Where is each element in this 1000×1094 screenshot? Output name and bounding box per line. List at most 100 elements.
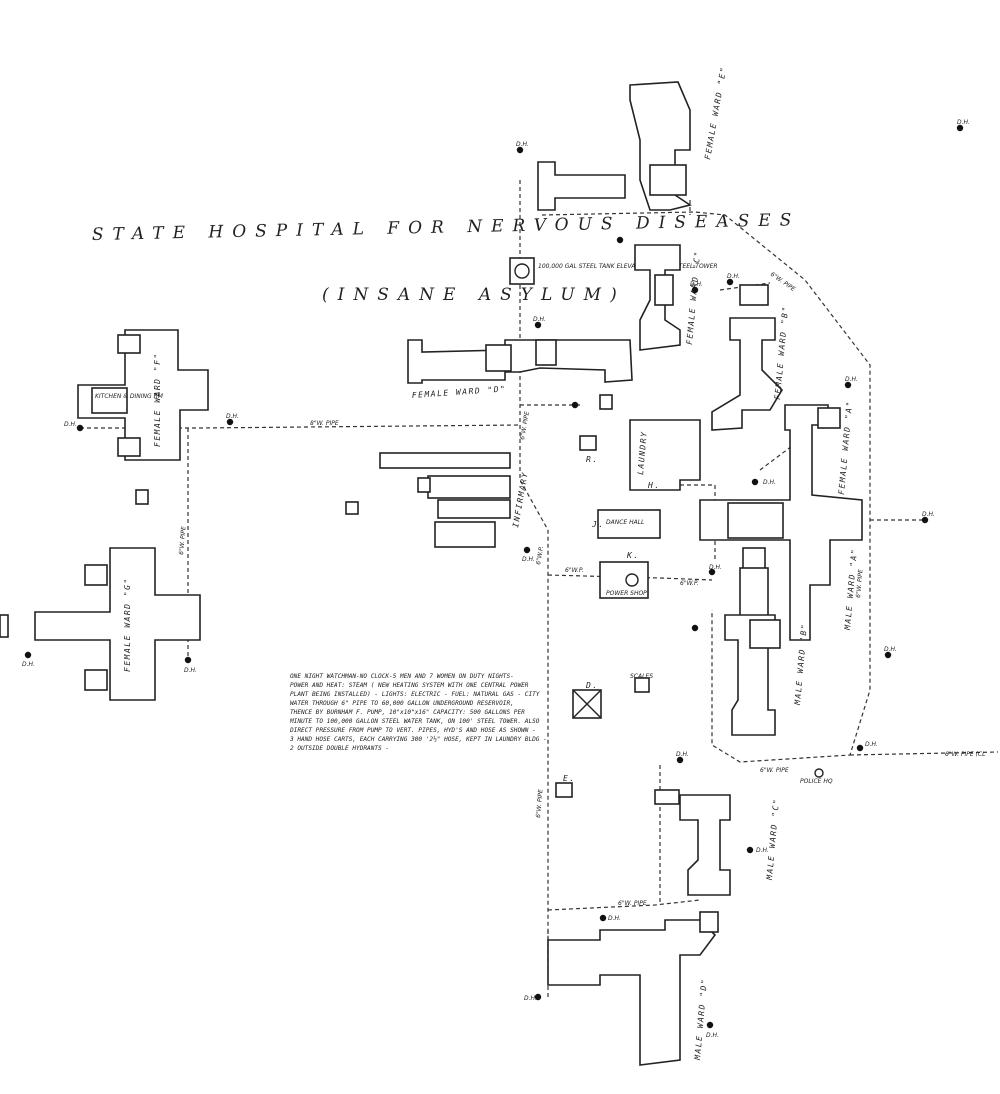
pipe-label-ring: 6"W. PIPE xyxy=(855,569,864,598)
note-line-3: PLANT BEING INSTALLED) - LIGHTS: ELECTRI… xyxy=(290,691,541,698)
pipe-label-trunk: 6"W. PIPE xyxy=(535,789,544,818)
svg-text:D.H.: D.H. xyxy=(865,741,878,748)
letter-j: J. xyxy=(591,520,605,529)
pipe-label-ne: 6"W. PIPE xyxy=(769,271,797,293)
male-ward-c-building xyxy=(654,789,731,896)
pipe-label-wp-1: 6"W.P. xyxy=(565,567,584,574)
hydrant-15 xyxy=(523,546,531,554)
note-line-4: WATER THROUGH 6" PIPE TO 60,000 GALLON U… xyxy=(290,700,514,707)
letter-e: E. xyxy=(563,774,576,783)
hydrant-20 xyxy=(676,756,684,764)
scales-label: SCALES xyxy=(630,673,653,680)
hydrants xyxy=(24,124,964,1029)
police-marker xyxy=(814,768,824,778)
svg-text:D.H.: D.H. xyxy=(706,1032,719,1039)
service-buildings xyxy=(555,394,769,798)
female-ward-f-building: KITCHEN & DINING RM xyxy=(77,329,209,461)
svg-text:D.H.: D.H. xyxy=(884,646,897,653)
female-ward-d-building: 100,000 GAL STEEL TANK ELEVATED ON 100' … xyxy=(407,257,718,384)
kitchen-label: KITCHEN & DINING RM xyxy=(95,393,164,400)
dance-hall-label: DANCE HALL xyxy=(606,519,644,526)
hydrant-5 xyxy=(516,146,524,154)
note-line-7: DIRECT PRESSURE FROM PUMP TO VERT. PIPES… xyxy=(289,727,536,734)
fire-protection-notes: ONE NIGHT WATCHMAN-NO CLOCK-5 MEN AND 7 … xyxy=(289,673,547,752)
hydrant-3 xyxy=(184,656,192,664)
female-ward-a-building xyxy=(699,404,863,641)
tank-label: 100,000 GAL STEEL TANK ELEVATED ON 100' … xyxy=(538,263,718,270)
hydrant-13 xyxy=(751,478,759,486)
male-ward-d-building xyxy=(547,911,719,1066)
female-ward-c-building xyxy=(634,244,681,351)
hydrant-12 xyxy=(844,381,852,389)
female-ward-g-building xyxy=(0,489,359,701)
male-ward-c-label: MALE WARD "C" xyxy=(765,798,781,882)
pipe-label-wp-2: 6"W.P. xyxy=(680,580,699,587)
female-ward-g-label: FEMALE WARD "G" xyxy=(123,577,132,672)
hydrant-2 xyxy=(226,418,234,426)
male-ward-b-building xyxy=(724,614,781,736)
hydrant-11 xyxy=(571,401,579,409)
hydrant-7 xyxy=(616,236,624,244)
svg-text:D.H.: D.H. xyxy=(690,281,703,288)
svg-text:D.H.: D.H. xyxy=(22,661,35,668)
power-shop-label: POWER SHOP xyxy=(606,590,647,597)
police-label: POLICE HQ xyxy=(800,778,833,785)
svg-text:D.H.: D.H. xyxy=(184,667,197,674)
female-ward-d-label: FEMALE WARD "D" xyxy=(412,384,507,400)
female-ward-e-label: FEMALE WARD "E" xyxy=(703,65,728,160)
infirmary-label: INFIRMARY xyxy=(511,471,530,529)
laundry-label: LAUNDRY xyxy=(636,430,649,475)
svg-text:D.H.: D.H. xyxy=(226,413,239,420)
pipe-label-west: 8"W. PIPE xyxy=(310,420,339,427)
svg-text:D.H.: D.H. xyxy=(756,847,769,854)
pipe-label-wp-3: 6"W.P. xyxy=(535,546,545,566)
hydrant-8 xyxy=(691,286,699,294)
hydrant-23 xyxy=(534,993,542,1001)
hydrant-4 xyxy=(24,651,32,659)
hydrant-1 xyxy=(76,424,84,432)
svg-text:D.H.: D.H. xyxy=(533,316,546,323)
svg-text:D.H.: D.H. xyxy=(727,273,740,280)
hydrant-16 xyxy=(708,568,716,576)
hydrant-17 xyxy=(691,624,699,632)
letter-k: K. xyxy=(626,551,640,560)
hydrant-18 xyxy=(884,651,892,659)
svg-text:D.H.: D.H. xyxy=(957,119,970,126)
letter-d: D. xyxy=(585,681,599,690)
svg-text:D.H.: D.H. xyxy=(608,915,621,922)
hydrant-22 xyxy=(599,914,607,922)
hydrant-14 xyxy=(921,516,929,524)
pipe-label-east: 6"W. PIPE (CL xyxy=(945,751,985,758)
note-line-1: ONE NIGHT WATCHMAN-NO CLOCK-5 MEN AND 7 … xyxy=(290,673,514,680)
note-line-6: MINUTE TO 100,000 GALLON STEEL WATER TAN… xyxy=(289,718,540,725)
svg-text:D.H.: D.H. xyxy=(522,556,535,563)
letter-h: H. xyxy=(647,481,661,490)
svg-text:D.H.: D.H. xyxy=(922,511,935,518)
hydrant-6 xyxy=(956,124,964,132)
hydrant-9 xyxy=(726,278,734,286)
note-line-9: 2 OUTSIDE DOUBLE HYDRANTS - xyxy=(290,745,389,752)
hydrant-10 xyxy=(534,321,542,329)
svg-text:D.H.: D.H. xyxy=(516,141,529,148)
male-ward-d-label: MALE WARD "D" xyxy=(693,978,709,1062)
pipe-label-east-low: 6"W. PIPE xyxy=(760,767,789,774)
svg-text:D.H.: D.H. xyxy=(524,995,537,1002)
pipe-label-infirmary: 6"W. PIPE xyxy=(519,411,531,441)
note-line-2: POWER AND HEAT: STEAM ( NEW HEATING SYST… xyxy=(290,682,529,689)
hydrant-19 xyxy=(856,744,864,752)
svg-text:D.H.: D.H. xyxy=(676,751,689,758)
note-line-8: 3 HAND HOSE CARTS, EACH CARRYING 300 '2½… xyxy=(289,735,547,743)
female-ward-e-building xyxy=(537,81,692,211)
female-ward-b-building xyxy=(711,284,784,431)
map-subtitle: (INSANE ASYLUM) xyxy=(322,285,626,305)
infirmary-buildings xyxy=(379,452,511,548)
female-ward-f-label: FEMALE WARD "F" xyxy=(153,352,162,447)
letter-r: R. xyxy=(586,455,599,464)
svg-text:D.H.: D.H. xyxy=(763,479,776,486)
svg-text:D.H.: D.H. xyxy=(64,421,77,428)
note-line-5: THENCE BY BURNHAM F. PUMP, 10"x10"x16" C… xyxy=(290,709,525,716)
pipe-label-south: 6"W. PIPE xyxy=(618,900,647,907)
svg-text:D.H.: D.H. xyxy=(845,376,858,383)
map-title: STATE HOSPITAL FOR NERVOUS DISEASES xyxy=(92,210,801,245)
